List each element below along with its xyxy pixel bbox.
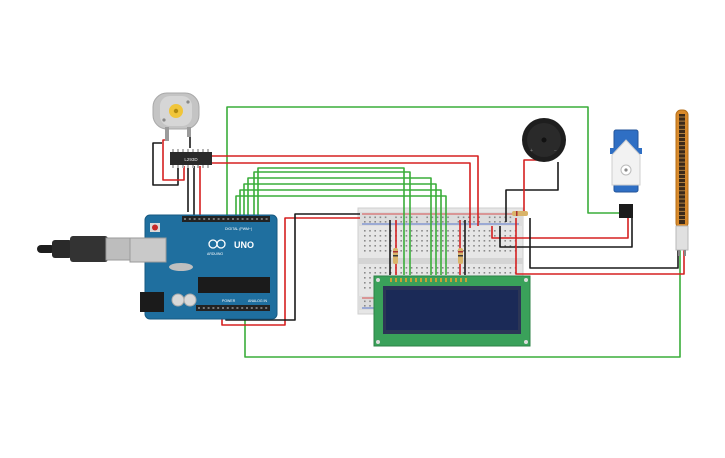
wire-black-servo bbox=[499, 218, 633, 248]
wire-red-buzzer bbox=[523, 159, 540, 212]
wire-green-lcd-4 bbox=[247, 177, 432, 275]
arduino-logo-icon bbox=[208, 239, 226, 249]
arduino-uno[interactable]: UNO ARDUINO DIGITAL (PWM~) POWER ANALOG … bbox=[129, 214, 278, 320]
wire-green-lcd-1 bbox=[235, 195, 447, 275]
wire-green-servo-signal bbox=[226, 106, 624, 218]
wire-red-driver-2 bbox=[210, 162, 471, 228]
dc-motor[interactable] bbox=[152, 92, 200, 141]
lcd-16x2[interactable] bbox=[373, 275, 531, 347]
wires bbox=[152, 106, 685, 358]
l293d-label: L293D bbox=[184, 157, 198, 162]
wire-green-flex bbox=[244, 250, 681, 358]
servo-motor[interactable] bbox=[610, 129, 642, 218]
wire-black-flex bbox=[529, 218, 679, 269]
analog-header-label: ANALOG IN bbox=[248, 299, 268, 303]
wire-green-lcd-2 bbox=[239, 189, 442, 275]
wire-red-driver bbox=[208, 155, 479, 226]
power-header-label: POWER bbox=[222, 299, 236, 303]
svg-text:+: + bbox=[530, 148, 533, 154]
digital-header-label: DIGITAL (PWM~) bbox=[225, 227, 252, 231]
resistors[interactable] bbox=[393, 211, 528, 264]
wire-green-lcd-6 bbox=[257, 167, 405, 275]
arduino-logo-subtext: ARDUINO bbox=[207, 252, 223, 256]
arduino-brand: UNO bbox=[234, 240, 254, 250]
svg-text:−: − bbox=[554, 148, 557, 154]
wire-green-lcd-3 bbox=[243, 183, 437, 275]
piezo-buzzer[interactable]: + − bbox=[522, 118, 566, 162]
wire-green-lcd-5 bbox=[253, 171, 411, 275]
wire-red-servo bbox=[491, 218, 629, 239]
wire-black-motor-1 bbox=[152, 142, 179, 186]
wire-red-motor bbox=[162, 139, 185, 181]
l293d-driver[interactable]: L293D bbox=[170, 149, 212, 168]
wire-black-buzzer bbox=[505, 162, 559, 222]
usb-cable[interactable] bbox=[37, 236, 133, 262]
wire-red-flex bbox=[515, 218, 685, 275]
wire-red-5v bbox=[221, 217, 360, 326]
flex-sensor[interactable] bbox=[675, 109, 689, 256]
